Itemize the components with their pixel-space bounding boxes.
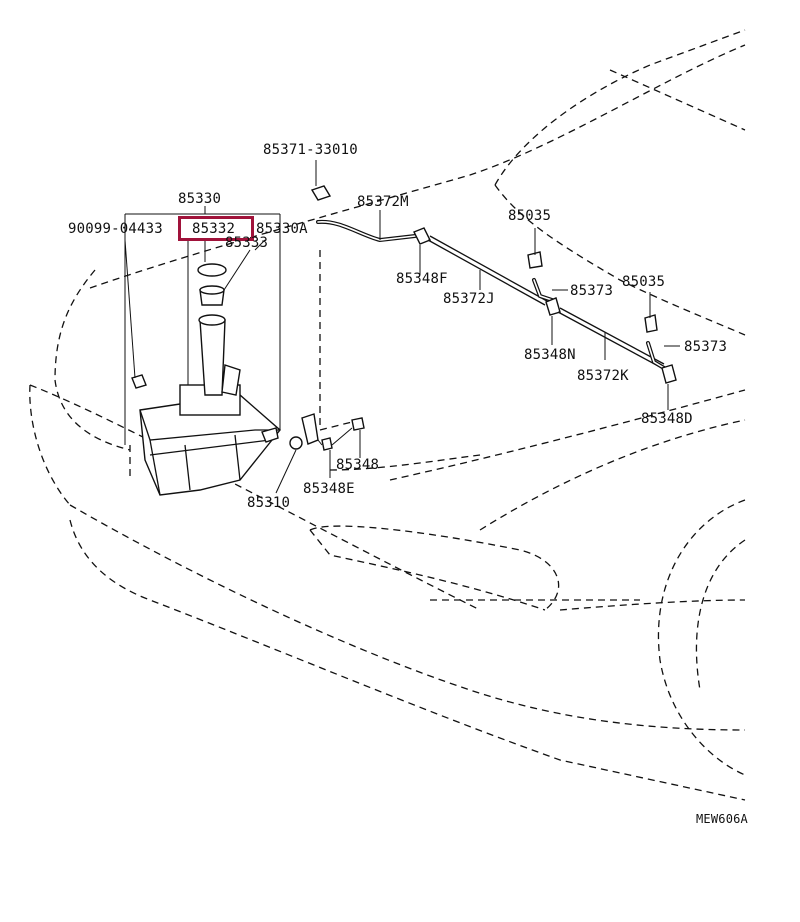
part-label-85348D[interactable]: 85348D bbox=[641, 411, 693, 427]
pump-and-hoses bbox=[289, 185, 677, 451]
washer-reservoir bbox=[131, 263, 281, 496]
part-label-85035-upper[interactable]: 85035 bbox=[508, 208, 552, 224]
part-label-85373-lower[interactable]: 85373 bbox=[684, 339, 728, 355]
car-body-outline bbox=[29, 29, 746, 801]
part-label-90099-04433[interactable]: 90099-04433 bbox=[68, 221, 163, 237]
part-label-85310[interactable]: 85310 bbox=[247, 495, 291, 511]
part-label-85348N[interactable]: 85348N bbox=[524, 347, 576, 363]
part-label-85348F[interactable]: 85348F bbox=[396, 271, 448, 287]
part-label-85372K[interactable]: 85372K bbox=[577, 368, 629, 384]
part-label-85330[interactable]: 85330 bbox=[178, 191, 222, 207]
leader-lines bbox=[124, 160, 680, 494]
part-label-85373-upper[interactable]: 85373 bbox=[570, 283, 614, 299]
part-label-85330A[interactable]: 85330A bbox=[256, 221, 308, 237]
part-label-85035-lower[interactable]: 85035 bbox=[622, 274, 666, 290]
part-label-85333[interactable]: 85333 bbox=[225, 235, 269, 251]
part-label-85372M[interactable]: 85372M bbox=[357, 194, 409, 210]
part-label-85348[interactable]: 85348 bbox=[336, 457, 380, 473]
part-label-85372J[interactable]: 85372J bbox=[443, 291, 495, 307]
part-label-85348E[interactable]: 85348E bbox=[303, 481, 355, 497]
part-label-85371-33010[interactable]: 85371-33010 bbox=[263, 142, 358, 158]
diagram-reference-code: MEW606A bbox=[696, 812, 748, 826]
highlight-box-85332[interactable] bbox=[178, 216, 254, 241]
part-label-85332[interactable]: 85332 bbox=[192, 221, 236, 237]
